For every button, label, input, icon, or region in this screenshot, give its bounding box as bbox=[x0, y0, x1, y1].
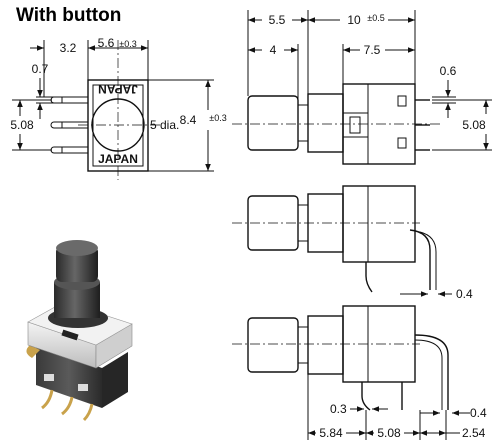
dim-5-5: 5.5 bbox=[269, 13, 286, 27]
front-view: JAPAN JAPAN 3.2 5.6 ±0.3 0.7 bbox=[10, 36, 227, 180]
dim-5-dia: 5 dia. bbox=[150, 118, 179, 132]
tol-5-6: ±0.3 bbox=[119, 39, 136, 49]
drawing-title: With button bbox=[16, 5, 121, 26]
side-cap bbox=[247, 95, 299, 151]
mid-view: 0.4 bbox=[232, 185, 473, 301]
switch-product-render bbox=[26, 240, 133, 422]
dim-0-6: 0.6 bbox=[440, 64, 457, 78]
dim-0-4-mid: 0.4 bbox=[456, 287, 473, 301]
dim-5-08-front: 5.08 bbox=[10, 118, 34, 132]
dim-4: 4 bbox=[270, 43, 277, 57]
front-marking-bottom: JAPAN bbox=[98, 152, 138, 166]
tol-10: ±0.5 bbox=[367, 13, 384, 23]
dim-0-7: 0.7 bbox=[32, 62, 49, 76]
dim-5-6: 5.6 bbox=[98, 36, 115, 50]
dim-5-84: 5.84 bbox=[319, 426, 343, 440]
dim-3-2: 3.2 bbox=[60, 41, 77, 55]
dim-10: 10 bbox=[347, 13, 361, 27]
dim-5-08-side: 5.08 bbox=[462, 118, 486, 132]
dim-7-5: 7.5 bbox=[364, 43, 381, 57]
dim-5-08-bottom: 5.08 bbox=[377, 426, 401, 440]
side-view: 5.5 10 ±0.5 4 7.5 0.6 5.08 bbox=[232, 10, 492, 165]
dim-2-54: 2.54 bbox=[462, 426, 486, 440]
dim-8-4: 8.4 bbox=[180, 113, 197, 127]
dim-0-4-bottom: 0.4 bbox=[470, 406, 487, 420]
bottom-view: 0.3 0.4 5.84 5.08 2.54 bbox=[232, 305, 487, 440]
dim-0-3: 0.3 bbox=[330, 402, 347, 416]
tol-8-4: ±0.3 bbox=[209, 113, 226, 123]
